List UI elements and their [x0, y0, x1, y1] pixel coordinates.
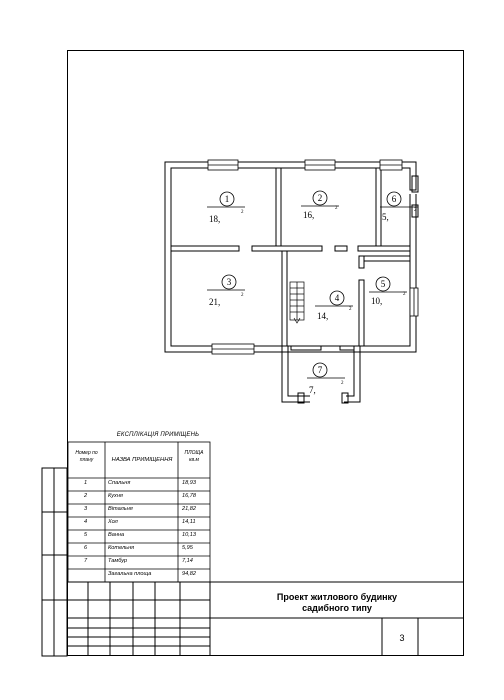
room-number: 6 [391, 194, 397, 204]
room-marker-circle [312, 190, 328, 206]
room-area-unit: 2 [414, 208, 417, 213]
room-area-unit: 2 [341, 381, 344, 386]
room-area: 16, [303, 210, 315, 220]
project-title-line1: Проект житлового будинку [276, 592, 398, 602]
room-area-unit: 2 [403, 292, 406, 297]
table-cell-area: 7,14 [182, 558, 193, 564]
room-area: 10, [371, 296, 383, 306]
table-cell-number: 4 [84, 519, 88, 525]
room-marker-circle [375, 276, 391, 292]
header-number: Номер по плану [75, 450, 98, 463]
table-cell-number: 1 [84, 480, 88, 486]
room-number: 3 [226, 277, 232, 287]
table-total-area: 94,82 [182, 571, 196, 577]
table-cell-number: 6 [84, 545, 88, 551]
table-cell-number: 7 [84, 558, 88, 564]
room-area: 18, [209, 214, 221, 224]
project-title-line2: садибного типу [302, 603, 372, 613]
room-area-unit: 2 [335, 206, 338, 211]
room-area: 7, [309, 385, 316, 395]
room-marker-circle [219, 191, 235, 207]
table-cell-name: Вітальня [108, 506, 133, 512]
room-number: 5 [380, 279, 386, 289]
room-area: 21, [209, 297, 221, 307]
table-cell-area: 14,11 [182, 519, 196, 525]
table-cell-number: 3 [84, 506, 88, 512]
table-cell-name: Хол [108, 519, 118, 525]
room-area: 14, [317, 311, 329, 321]
room-area-unit: 2 [349, 307, 352, 312]
explication-title: ЕКСПЛІКАЦІЯ ПРИМІЩЕНЬ [116, 432, 200, 438]
table-cell-area: 5,95 [182, 545, 193, 551]
room-marker-circle [221, 274, 237, 290]
room-number: 1 [224, 194, 230, 204]
table-cell-name: Котельня [108, 545, 135, 551]
table-cell-area: 10,13 [182, 532, 196, 538]
table-cell-number: 2 [84, 493, 88, 499]
room-area-unit: 2 [241, 210, 244, 215]
table-cell-name: Кухня [108, 493, 123, 499]
table-cell-name: Ванна [108, 532, 125, 538]
room-number: 7 [317, 365, 323, 375]
table-cell-number: 5 [84, 532, 88, 538]
room-number: 4 [334, 293, 340, 303]
room-marker-circle [329, 290, 345, 306]
table-cell-area: 18,93 [182, 480, 196, 486]
table-total-name: Загальна площа [108, 571, 152, 577]
drawing-frame [67, 50, 464, 656]
room-number: 2 [317, 193, 323, 203]
room-area: 5, [382, 212, 389, 222]
room-area-unit: 2 [241, 293, 244, 298]
header-area: ПЛОЩА кв.м [184, 450, 204, 463]
outer-wall-outer [164, 161, 417, 353]
header-name: НАЗВА ПРИМІЩЕННЯ [111, 457, 173, 463]
project-title: Проект житлового будинку садибного типу [210, 592, 464, 614]
table-cell-name: Тамбур [108, 558, 128, 564]
stairs [289, 281, 305, 324]
room-marker-circle [312, 362, 328, 378]
table-cell-name: Спальня [108, 480, 131, 486]
room-marker-circle [386, 191, 402, 207]
table-cell-area: 16,78 [182, 493, 196, 499]
table-cell-area: 21,82 [182, 506, 196, 512]
sheet-number: 3 [399, 633, 405, 643]
